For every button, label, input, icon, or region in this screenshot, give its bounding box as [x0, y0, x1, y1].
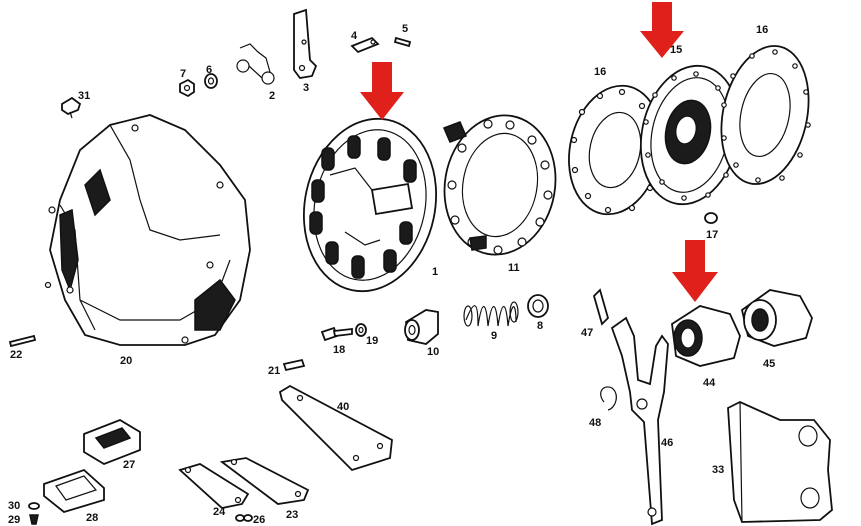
- part-28-gasket: [43, 468, 105, 513]
- part-48-circlip: [600, 386, 617, 411]
- part-27-boot: [83, 419, 141, 465]
- part-47-clip: [592, 288, 610, 326]
- part-7-nut: [179, 78, 195, 98]
- part-8-washer: [527, 294, 549, 318]
- label-44: 44: [703, 377, 716, 389]
- part-2-spring: [236, 43, 275, 85]
- part-30-clip: [28, 502, 40, 510]
- label-27: 27: [123, 459, 136, 471]
- part-24-plate: [178, 463, 250, 509]
- label-17: 17: [706, 229, 719, 241]
- label-1: 1: [432, 266, 439, 278]
- label-22: 22: [10, 349, 23, 361]
- part-1-pressure-plate: [302, 117, 438, 293]
- label-2: 2: [269, 90, 276, 102]
- label-23: 23: [286, 509, 299, 521]
- label-21: 21: [268, 365, 281, 377]
- label-47: 47: [581, 327, 594, 339]
- part-11-cover-ring: [443, 114, 557, 256]
- label-3: 3: [303, 82, 310, 94]
- part-33-bracket: [727, 401, 833, 523]
- label-18: 18: [333, 344, 346, 356]
- part-17-rivet: [704, 212, 718, 224]
- label-16-left: 16: [594, 66, 607, 78]
- part-20-bell-housing: [44, 114, 251, 346]
- part-15-clutch-disc: [639, 64, 741, 206]
- label-33: 33: [712, 464, 725, 476]
- part-22-pin: [8, 334, 37, 348]
- label-8: 8: [537, 320, 544, 332]
- part-19-washer: [355, 323, 367, 337]
- label-48: 48: [589, 417, 602, 429]
- label-9: 9: [491, 330, 498, 342]
- part-16-lining-left: [568, 84, 662, 216]
- part-4-clip: [350, 36, 380, 54]
- down-arrow-icon: [360, 62, 404, 120]
- down-arrow-icon: [672, 240, 718, 302]
- part-18-bolt: [320, 326, 353, 342]
- label-45: 45: [763, 358, 776, 370]
- part-3-lever: [293, 8, 318, 79]
- label-31: 31: [78, 90, 91, 102]
- label-19: 19: [366, 335, 379, 347]
- part-46-release-fork: [610, 316, 669, 526]
- label-11: 11: [508, 262, 520, 274]
- part-21-pin: [282, 358, 306, 372]
- part-5-pin: [393, 36, 412, 48]
- label-24: 24: [213, 506, 226, 518]
- label-20: 20: [120, 355, 133, 367]
- label-28: 28: [86, 512, 99, 524]
- label-16-right: 16: [756, 24, 769, 36]
- part-26-washers: [235, 514, 253, 522]
- label-7: 7: [180, 68, 187, 80]
- part-16-lining-right: [720, 45, 811, 185]
- label-10: 10: [427, 346, 440, 358]
- label-29: 29: [8, 514, 21, 526]
- part-31-bolt: [61, 96, 82, 119]
- label-6: 6: [206, 64, 213, 76]
- label-4: 4: [351, 30, 358, 42]
- part-44-release-bearing: [671, 305, 741, 367]
- label-40: 40: [337, 401, 350, 413]
- label-30: 30: [8, 500, 21, 512]
- part-45-bearing-sleeve: [740, 289, 813, 347]
- part-6-washer: [204, 73, 218, 89]
- part-23-plate: [219, 457, 310, 505]
- label-15: 15: [670, 44, 683, 56]
- part-29-screw: [29, 514, 39, 525]
- label-5: 5: [402, 23, 409, 35]
- part-9-coil-spring: [463, 301, 519, 327]
- part-40-cover-plate: [278, 384, 393, 472]
- down-arrow-icon: [640, 2, 684, 58]
- part-10-bushing: [404, 309, 439, 345]
- label-46: 46: [661, 437, 674, 449]
- label-26: 26: [253, 514, 266, 526]
